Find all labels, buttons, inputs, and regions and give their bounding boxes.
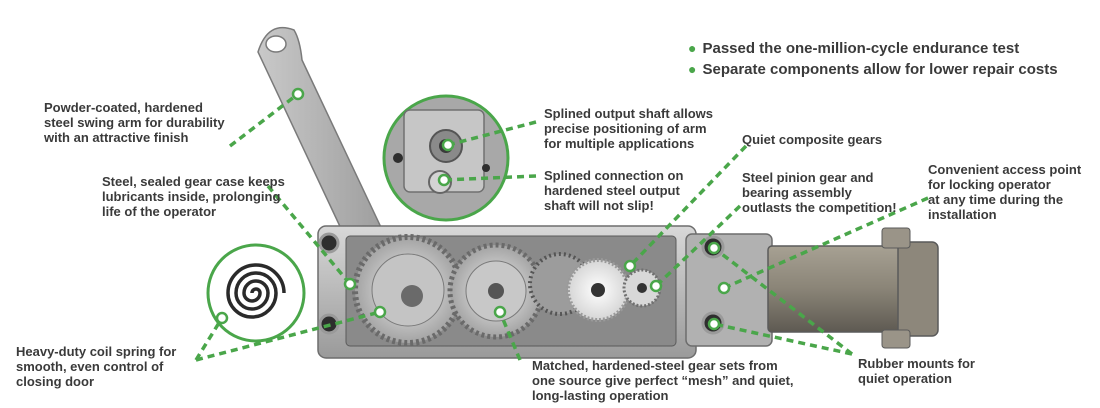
second-gear [447, 242, 545, 340]
callout-pinion-gear: Steel pinion gear and bearing assembly o… [742, 170, 897, 215]
leader-gear-case [266, 184, 352, 286]
callout-dot-icon [649, 279, 663, 293]
leader-splined-connection [443, 174, 537, 182]
bullet-dot-icon: ● [688, 61, 697, 77]
callout-composite-gears: Quiet composite gears [742, 132, 883, 147]
callout-coil-spring: Heavy-duty coil spring for smooth, even … [16, 344, 177, 389]
leader-access-point [723, 196, 929, 290]
feature-bullet: ●Passed the one-million-cycle endurance … [688, 40, 1020, 57]
callout-dot-icon [623, 259, 637, 273]
callout-rubber-mounts: Rubber mounts for quiet operation [858, 356, 975, 386]
leader-rubber-mount-top [712, 246, 854, 356]
callout-gear-case: Steel, sealed gear case keeps lubricants… [102, 174, 285, 219]
bullet-dot-icon: ● [688, 40, 697, 56]
callout-dot-icon [291, 87, 305, 101]
output-shaft-inset [382, 94, 510, 222]
swing-arm [257, 26, 388, 253]
callout-dot-icon [437, 173, 451, 187]
leader-main-gear [195, 310, 381, 362]
leader-output-shaft [447, 120, 537, 147]
callout-dot-icon [717, 281, 731, 295]
callout-dot-icon [373, 305, 387, 319]
leader-lines [194, 92, 929, 362]
callout-dot-icon [343, 277, 357, 291]
leader-composite-gears [628, 144, 748, 268]
motor-housing [685, 227, 939, 349]
coil-spring-inset [206, 243, 306, 343]
leader-coil-spring [194, 317, 224, 361]
feature-bullet: ●Separate components allow for lower rep… [688, 61, 1058, 78]
main-gear [352, 234, 464, 346]
feature-bullets: ●Passed the one-million-cycle endurance … [688, 38, 1058, 80]
leader-pinion-gear [654, 204, 742, 288]
callout-dot-icon [441, 138, 455, 152]
composite-gear-white [566, 258, 630, 322]
coil-spring [226, 263, 286, 319]
callout-dot-icon [215, 311, 229, 325]
case-bolt [318, 232, 340, 254]
swing-arm-hole [265, 35, 287, 53]
callout-dot-icon [493, 305, 507, 319]
callout-access-point: Convenient access point for locking oper… [928, 162, 1082, 222]
callout-splined-connection: Splined connection on hardened steel out… [544, 168, 684, 213]
pinion-gear [622, 268, 662, 308]
callout-dot-icon [707, 241, 721, 255]
leader-dots [215, 87, 731, 331]
callout-gear-sets: Matched, hardened-steel gear sets from o… [532, 358, 794, 403]
leader-gear-sets [498, 311, 522, 361]
callout-output-shaft: Splined output shaft allows precise posi… [544, 106, 713, 151]
callout-swing-arm: Powder-coated, hardened steel swing arm … [44, 100, 225, 145]
leader-swing-arm [228, 92, 300, 148]
callout-dot-icon [707, 317, 721, 331]
